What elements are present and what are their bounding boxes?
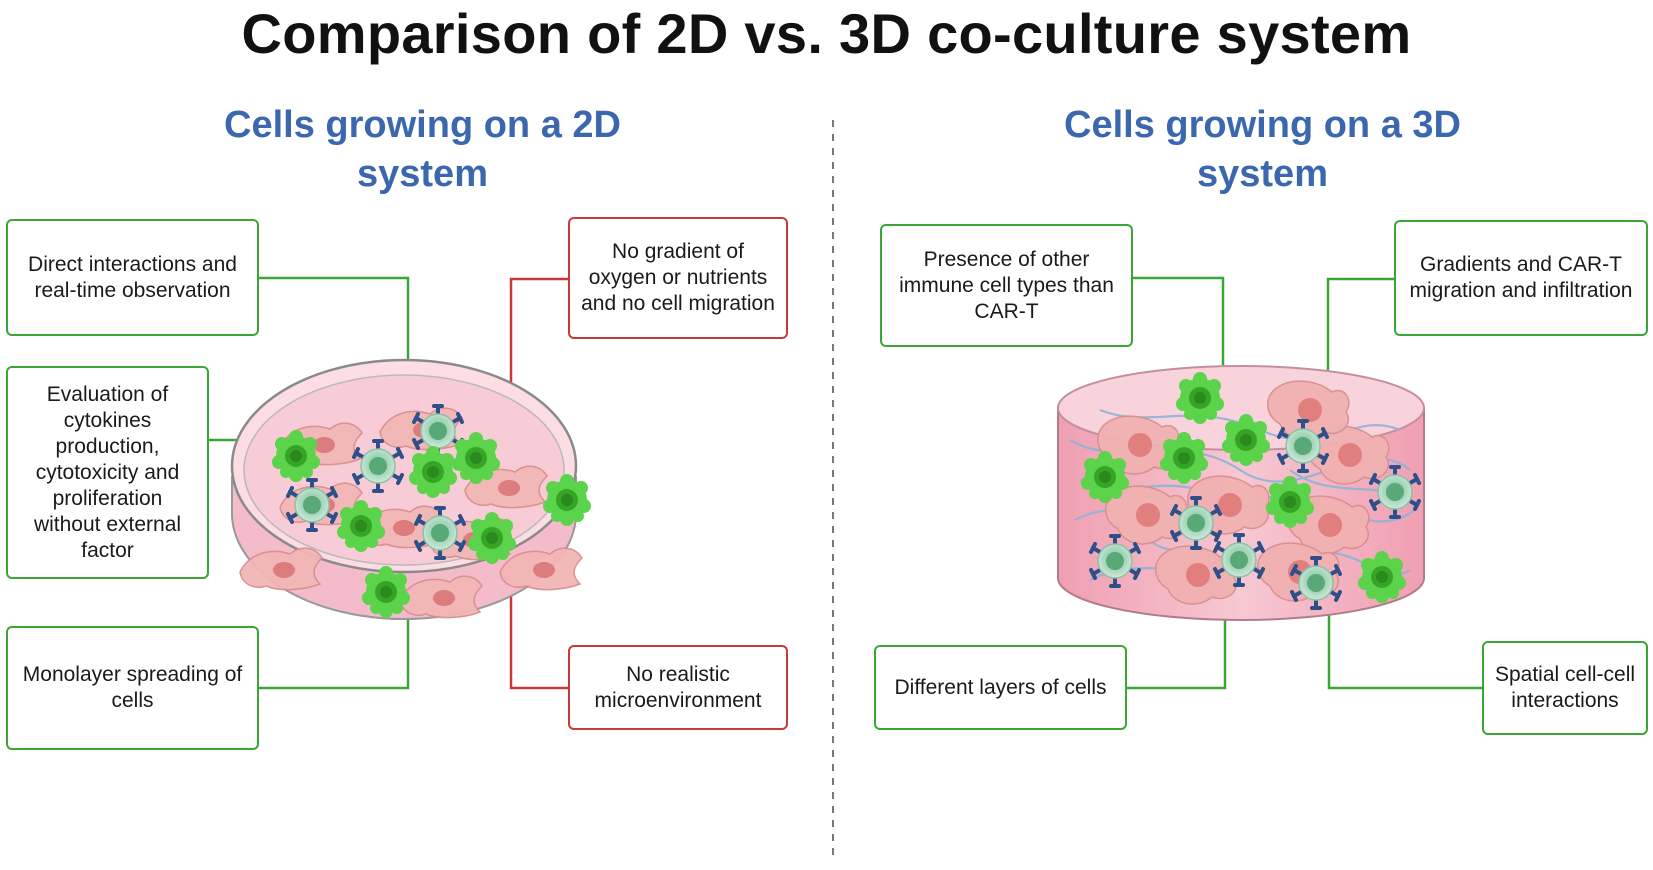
box-gradients: Gradients and CAR-T migration and infilt… <box>1394 220 1648 336</box>
box-spatial: Spatial cell-cell interactions <box>1482 641 1648 735</box>
box-direct-interactions-text: Direct interactions and real-time observ… <box>28 252 237 302</box>
box-no-gradient: No gradient of oxygen or nutrients and n… <box>568 217 788 339</box>
heading-2d-line1: Cells growing on a 2D <box>224 104 621 146</box>
petri-dish <box>230 358 591 620</box>
heading-2d: Cells growing on a 2D system <box>150 101 695 199</box>
box-presence-immune: Presence of other immune cell types than… <box>880 224 1133 347</box>
box-evaluation: Evaluation of cytokines production, cyto… <box>6 366 209 579</box>
box-no-realistic-text: No realistic microenvironment <box>594 662 762 712</box>
box-gradients-text: Gradients and CAR-T migration and infilt… <box>1409 253 1633 302</box>
box-spatial-text: Spatial cell-cell interactions <box>1494 663 1636 712</box>
heading-3d-line2: system <box>1197 153 1328 195</box>
page-title: Comparison of 2D vs. 3D co-culture syste… <box>241 2 1412 65</box>
heading-3d: Cells growing on a 3D system <box>990 101 1535 199</box>
box-direct-interactions: Direct interactions and real-time observ… <box>6 219 259 336</box>
box-layers: Different layers of cells <box>874 645 1127 730</box>
box-no-gradient-text: No gradient of oxygen or nutrients and n… <box>581 240 775 315</box>
heading-2d-line2: system <box>357 153 488 195</box>
hydrogel-cylinder <box>1057 365 1425 621</box>
box-monolayer: Monolayer spreading of cells <box>6 626 259 750</box>
box-presence-immune-text: Presence of other immune cell types than… <box>899 247 1114 323</box>
box-monolayer-text: Monolayer spreading of cells <box>22 663 243 712</box>
box-evaluation-text: Evaluation of cytokines production, cyto… <box>33 382 182 562</box>
box-no-realistic: No realistic microenvironment <box>568 645 788 730</box>
heading-3d-line1: Cells growing on a 3D <box>1064 104 1461 146</box>
box-layers-text: Different layers of cells <box>894 675 1107 699</box>
